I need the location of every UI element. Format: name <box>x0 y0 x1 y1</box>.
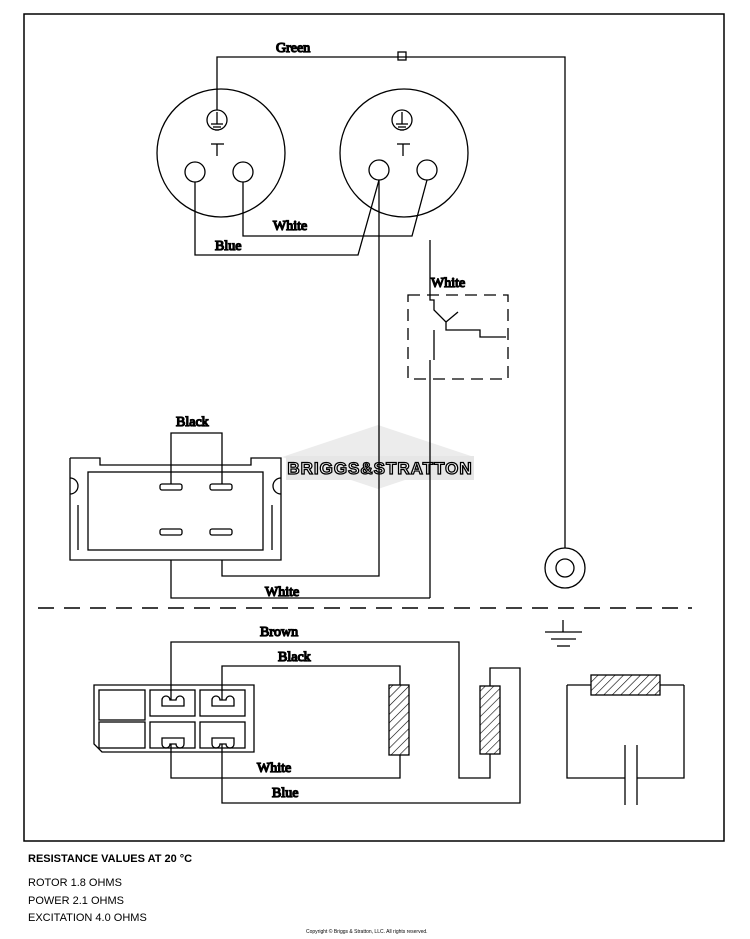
circuit-breaker <box>407 240 509 598</box>
label-blue-lower: Blue <box>272 786 298 801</box>
blue-wire-lower <box>221 667 521 804</box>
stator-winding-power <box>388 684 410 756</box>
ground-symbol <box>545 620 582 647</box>
outlet-left <box>156 88 286 218</box>
white-wire-top <box>242 179 428 237</box>
blue-wire-top <box>194 179 380 256</box>
brown-wire <box>170 641 491 779</box>
white-wire-lower <box>170 744 401 779</box>
resistance-excitation: EXCITATION 4.0 OHMS <box>28 912 147 924</box>
resistance-power: POWER 2.1 OHMS <box>28 895 124 907</box>
label-white-lower: White <box>257 761 291 776</box>
rotor-winding <box>590 674 661 696</box>
label-blue-top: Blue <box>215 239 241 254</box>
label-green: Green <box>276 41 310 56</box>
black-wire-upper <box>170 432 223 484</box>
resistance-title: RESISTANCE VALUES AT 20 °C <box>28 853 193 865</box>
black-wire-lower <box>221 665 401 700</box>
outlet-right <box>339 88 469 218</box>
label-white-mid: White <box>265 585 299 600</box>
svg-text:BRIGGS&STRATTON: BRIGGS&STRATTON <box>287 459 472 478</box>
connector-upper <box>69 457 282 561</box>
copyright-notice: Copyright © Briggs & Stratton, LLC. All … <box>306 929 428 935</box>
rotor-circuit <box>566 674 685 805</box>
briggs-stratton-logo: BRIGGS&STRATTON <box>282 425 474 489</box>
label-white-switch: White <box>431 276 465 291</box>
green-wire <box>216 51 566 548</box>
ground-terminal <box>544 547 586 589</box>
diagram-frame <box>23 13 725 842</box>
label-brown: Brown <box>260 625 298 640</box>
stator-winding-excitation <box>479 685 501 755</box>
label-black-lower: Black <box>278 650 311 665</box>
connector-lower <box>93 684 255 753</box>
label-white-top: White <box>273 219 307 234</box>
label-black-upper: Black <box>176 415 209 430</box>
resistance-rotor: ROTOR 1.8 OHMS <box>28 877 122 889</box>
